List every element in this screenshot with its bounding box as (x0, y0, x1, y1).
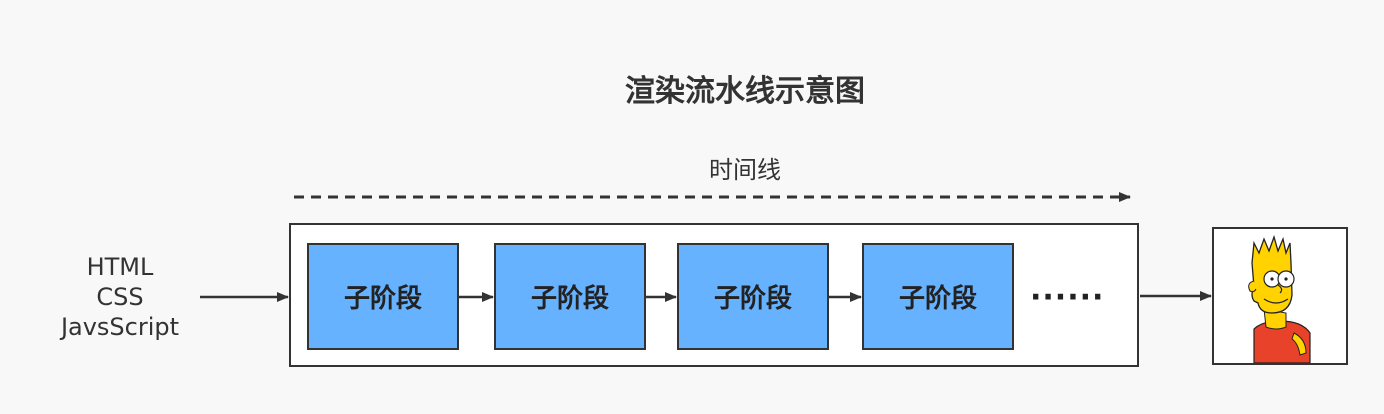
output-box (1212, 227, 1348, 365)
input-css: CSS (96, 283, 144, 311)
stage-2: 子阶段 (494, 243, 646, 350)
input-javascript: JavsScript (60, 313, 180, 341)
stage-4: 子阶段 (862, 243, 1014, 350)
input-list: HTML CSS JavsScript (40, 252, 200, 342)
cartoon-character-icon (1248, 234, 1311, 364)
input-html: HTML (86, 253, 154, 281)
more-stages-ellipsis: ······ (1030, 280, 1105, 315)
stage-1: 子阶段 (307, 243, 459, 350)
timeline-label: 时间线 (709, 156, 781, 184)
diagram-title: 渲染流水线示意图 (625, 74, 865, 109)
stage-3: 子阶段 (677, 243, 829, 350)
